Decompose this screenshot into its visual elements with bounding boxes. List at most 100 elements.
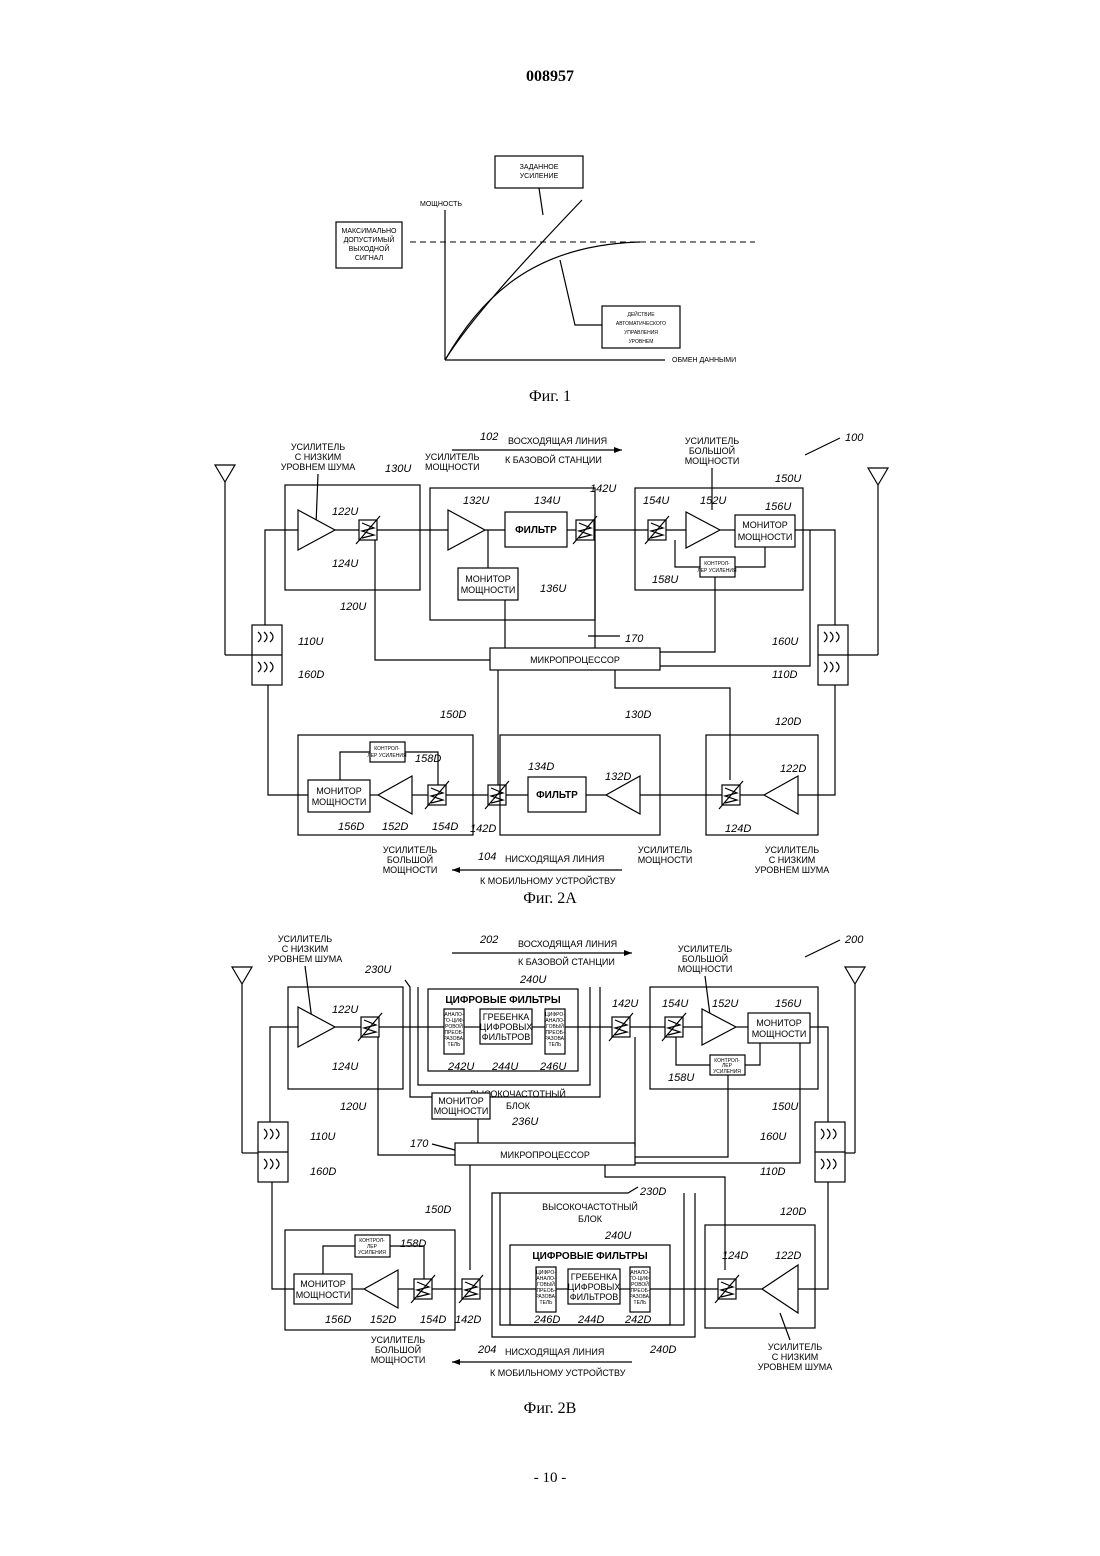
fig2a-l110D: 110D [772, 669, 798, 681]
fig2b-l242U: 242U [447, 1061, 474, 1073]
fig2b-l152D: 152D [370, 1314, 396, 1326]
fig2a-wire-158D-mon [340, 752, 370, 780]
fig2b-l150D: 150D [425, 1204, 451, 1216]
fig2b-ref: 200 [844, 934, 864, 946]
fig2b-l142D: 142D [455, 1314, 481, 1326]
fig2b-rf-u-2: БЛОК [506, 1101, 531, 1111]
fig2b-l158D: 158D [400, 1238, 426, 1250]
fig2b-hpa-2: БОЛЬШОЙ [682, 953, 728, 964]
fig2b-microprocessor-label: МИКРОПРОЦЕССОР [500, 1150, 590, 1160]
fig2a-l136U: 136U [540, 583, 566, 595]
fig2b-rf-d-2: БЛОК [578, 1214, 603, 1224]
fig2a-up-2: К БАЗОВОЙ СТАНЦИИ [505, 454, 602, 465]
fig2a-l154U: 154U [643, 495, 669, 507]
fig2a-up-arrowhead [614, 447, 622, 453]
fig2a-l152D: 152D [382, 821, 408, 833]
fig2b-l244D: 244D [577, 1314, 604, 1326]
fig2b-l122U: 122U [332, 1004, 358, 1016]
fig1-caption: Фиг. 1 [0, 388, 1100, 406]
fig2b-rf-d-1: ВЫСОКОЧАСТОТНЫЙ [542, 1201, 638, 1212]
fig2b-l160U: 160U [760, 1131, 786, 1143]
fig2a-l130D: 130D [625, 709, 651, 721]
fig2a-wire-ul-out [795, 530, 835, 635]
fig2b-bank-244D-0: ГРЕБЕНКА [571, 1272, 618, 1282]
fig2a-ref: 100 [845, 432, 864, 444]
fig2b-l142U: 142U [612, 998, 638, 1010]
fig2a-pa-label-2: МОЩНОСТИ [425, 462, 480, 472]
fig2b-l120U: 120U [340, 1101, 366, 1113]
fig2a-l120D: 120D [775, 716, 801, 728]
fig2a-monitor-156U-l1: МОНИТОР [742, 520, 788, 530]
antenna-left-icon [215, 465, 235, 530]
fig1-box-gain-line2: УСИЛЕНИЕ [520, 173, 559, 180]
fig2a-pa-d-2: МОЩНОСТИ [638, 855, 693, 865]
fig2b-lna-3: УРОВНЕМ ШУМА [268, 954, 343, 964]
fig2a-l150D: 150D [440, 709, 466, 721]
fig1-box-max-line4: СИГНАЛ [355, 255, 384, 262]
fig2a-ctl-158U [660, 577, 715, 652]
fig2b-lna-d-2: С НИЗКИМ [772, 1352, 819, 1362]
fig2b-l158U: 158U [668, 1072, 694, 1084]
fig2a-gainctl-158U-l2: ЛЕР УСИЛЕНИЯ [697, 568, 737, 574]
fig2a-amp-152D [378, 776, 412, 814]
fig2a-lna-label-1: УСИЛИТЕЛЬ [291, 442, 345, 452]
fig1-xlabel: ОБМЕН ДАННЫМИ [672, 357, 736, 364]
fig2a-l122D: 122D [780, 763, 806, 775]
fig2b-l170: 170 [410, 1138, 429, 1150]
fig2a-amp-152U [686, 512, 720, 548]
fig2b-down-2: К МОБИЛЬНОМУ УСТРОЙСТВУ [490, 1367, 626, 1378]
fig2a-gainctl-158U [700, 557, 735, 577]
fig2b-l240Ud: 240U [604, 1230, 631, 1242]
fig2a-hpa-d-3: МОЩНОСТИ [383, 865, 438, 875]
fig2b-amp-152U [702, 1009, 736, 1045]
fig2a-filter-134D-label: ФИЛЬТР [536, 790, 578, 801]
fig2b-monitor-156D-2: МОЩНОСТИ [296, 1290, 351, 1300]
fig2b-monitor-236U-2: МОЩНОСТИ [434, 1106, 489, 1116]
fig2a-monitor-136U [458, 568, 518, 600]
fig2b-hpa-d-1: УСИЛИТЕЛЬ [371, 1335, 425, 1345]
fig2a-down-arrowhead [452, 867, 460, 873]
fig2b-amp-122D [762, 1265, 798, 1313]
fig2b-adc-242D-2: РОВОЙ [631, 1280, 649, 1288]
fig2b-wire-dl-in [798, 1182, 828, 1289]
fig2a-monitor-156D [308, 780, 370, 812]
fig2a-hpa-label-3: МОЩНОСТИ [685, 456, 740, 466]
fig2b-lna-d-3: УРОВНЕМ ШУМА [758, 1362, 833, 1372]
fig2a-down-2: К МОБИЛЬНОМУ УСТРОЙСТВУ [480, 875, 616, 886]
fig2b-up-num: 202 [479, 934, 498, 946]
fig2b-monitor-156U-1: МОНИТОР [756, 1018, 802, 1028]
fig2b-l242D: 242D [624, 1314, 651, 1326]
antenna-right-2b-icon [845, 967, 865, 1153]
fig2a-l156U: 156U [765, 501, 791, 513]
fig2a-l152U: 152U [700, 495, 726, 507]
fig2b-l124U: 124U [332, 1061, 358, 1073]
fig2b-wire-158U-mon [745, 1043, 760, 1065]
fig2b-l152U: 152U [712, 998, 738, 1010]
fig2b-l160D: 160D [310, 1166, 336, 1178]
fig2b-dac-246D-5: ТЕЛЬ [540, 1300, 554, 1306]
fig2a-lna-label-3: УРОВНЕМ ШУМА [281, 462, 356, 472]
fig2a-filter-134U-label: ФИЛЬТР [515, 525, 557, 536]
fig2a-caption: Фиг. 2А [0, 890, 1100, 908]
fig2b-lna-1: УСИЛИТЕЛЬ [278, 934, 332, 944]
fig2b-amp-122U [298, 1007, 335, 1047]
fig2b-up-2: К БАЗОВОЙ СТАНЦИИ [518, 956, 615, 967]
fig2b-monitor-236U-1: МОНИТОР [438, 1096, 484, 1106]
fig2a-l110U: 110U [298, 636, 324, 648]
fig1-agc-pointer [560, 260, 602, 325]
fig2b-l244U: 244U [491, 1061, 518, 1073]
fig2a-l150U: 150U [775, 473, 801, 485]
fig2b-hpa-1: УСИЛИТЕЛЬ [678, 944, 732, 954]
fig2a-wire-158U-mon [735, 547, 765, 567]
fig1-box-agc-line1: ДЕЙСТВИЕ [627, 310, 655, 318]
fig2a-lna-pointer [316, 474, 318, 525]
fig2a-monitor-156D-l1: МОНИТОР [316, 786, 362, 796]
fig2a-gainctl-158U-l1: КОНТРОЛ- [704, 561, 730, 567]
fig2b-up-arrowhead [624, 950, 632, 956]
page-number: 008957 [0, 68, 1100, 86]
fig2a-l120U: 120U [340, 601, 366, 613]
fig2b-dac-246U-5: ТЕЛЬ [549, 1042, 563, 1048]
fig2b-wire-dl-out [272, 1182, 294, 1289]
fig2a-ref-arrow [805, 438, 840, 455]
fig2b-bank-244D-2: ФИЛЬТРОВ [570, 1292, 619, 1302]
